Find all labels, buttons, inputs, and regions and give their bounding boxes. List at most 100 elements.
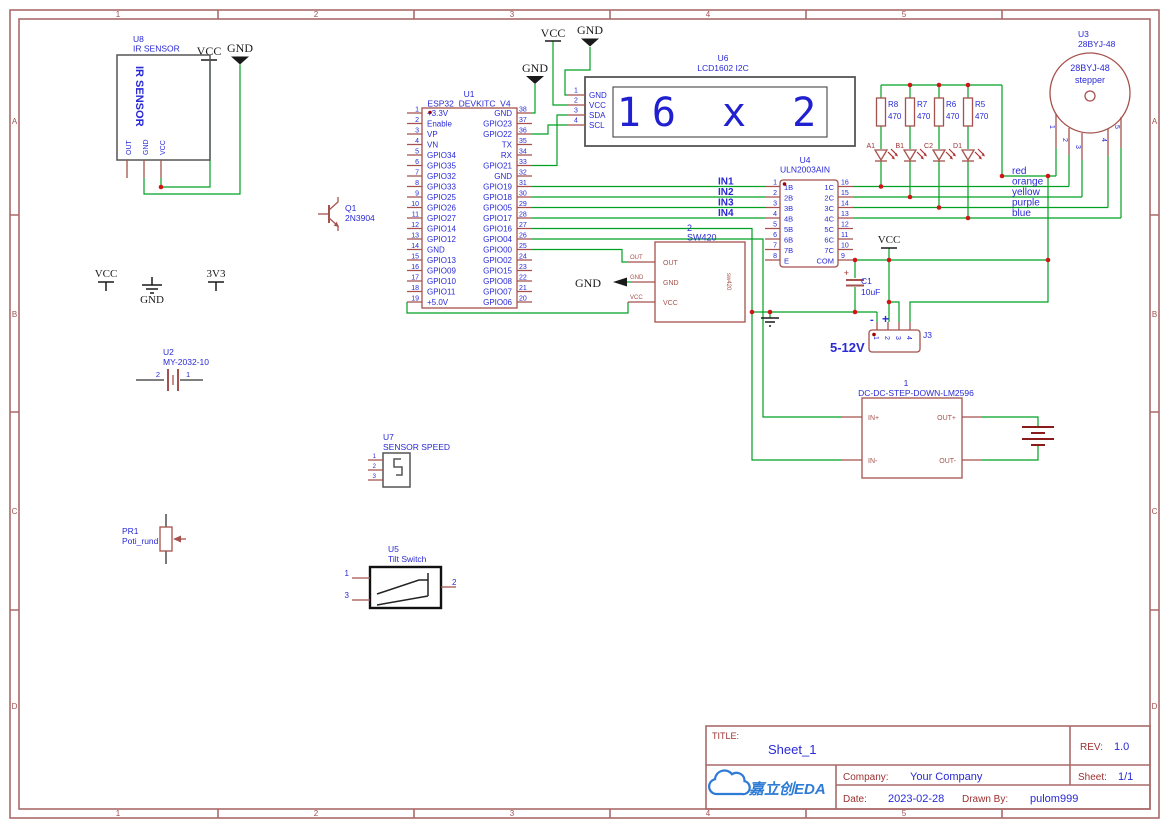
value-label[interactable]: 470 [946, 112, 960, 121]
ref-designator[interactable]: C1 [861, 276, 872, 286]
component-u2-battery[interactable]: U2 MY-2032-10 2 1 [136, 347, 209, 391]
value-label[interactable]: DC-DC-STEP-DOWN-LM2596 [858, 388, 974, 398]
wire[interactable] [564, 47, 591, 96]
uln2003-body[interactable] [779, 179, 839, 268]
component-u8-ir-sensor[interactable]: U8 IR SENSOR IR SENSOR OUT GND VCC [116, 34, 211, 178]
component-led-c2[interactable]: C2 [924, 143, 956, 162]
right-pin-stubs[interactable] [517, 112, 532, 303]
value-label[interactable]: 470 [975, 112, 989, 121]
capacitor-plates[interactable] [846, 279, 864, 287]
wire[interactable] [853, 185, 1121, 219]
ir-sensor-body[interactable] [116, 54, 211, 161]
ref-designator[interactable]: B1 [895, 143, 904, 150]
rev-value[interactable]: 1.0 [1114, 741, 1129, 753]
ref-designator[interactable]: 1 [904, 378, 909, 388]
left-pin-stubs[interactable] [407, 112, 422, 303]
net-label[interactable]: IN2 [718, 187, 734, 198]
ref-designator[interactable]: R7 [917, 100, 928, 109]
component-led-b1[interactable]: B1 [895, 143, 927, 162]
wire[interactable] [880, 85, 969, 218]
resistor-body[interactable] [904, 97, 916, 127]
pin-stubs[interactable] [352, 577, 456, 601]
value-label[interactable]: LCD1602 I2C [697, 63, 749, 73]
ref-designator[interactable]: D1 [953, 143, 962, 150]
value-label[interactable]: 28BYJ-48 [1078, 39, 1116, 49]
wire[interactable] [532, 185, 765, 219]
vcc-symbol[interactable]: VCC [95, 268, 118, 291]
component-u3-stepper[interactable]: U3 28BYJ-48 28BYJ-48 stepper 1 2 3 4 5 [1048, 29, 1131, 160]
wire[interactable] [160, 60, 211, 188]
net-label[interactable]: blue [1012, 208, 1031, 219]
ref-designator[interactable]: R8 [888, 100, 899, 109]
date-value[interactable]: 2023-02-28 [888, 793, 944, 805]
wire[interactable] [552, 41, 567, 106]
component-u7-sensor-speed[interactable]: U7 SENSOR SPEED 1 2 3 [368, 432, 450, 488]
wire[interactable] [888, 260, 1049, 322]
pin-stubs[interactable] [1055, 114, 1122, 160]
wire[interactable] [532, 227, 842, 461]
vcc-symbol[interactable]: VCC [197, 44, 222, 61]
value-label[interactable]: 470 [917, 112, 931, 121]
right-pin-stubs[interactable] [838, 185, 853, 261]
pin-stubs[interactable] [126, 160, 162, 178]
component-c1-capacitor[interactable]: + C1 10uF [844, 268, 881, 297]
net-label[interactable]: red [1012, 166, 1026, 177]
pin-stubs[interactable] [368, 459, 383, 481]
dcdc-body[interactable] [861, 397, 963, 479]
value-label[interactable]: 2N3904 [345, 213, 375, 223]
vcc-symbol[interactable]: VCC [541, 26, 566, 42]
sensor-body[interactable] [382, 452, 411, 488]
net-label[interactable]: IN3 [718, 198, 734, 209]
resistor-body[interactable] [962, 97, 974, 127]
wire[interactable] [982, 416, 1039, 461]
battery-symbol[interactable] [1022, 426, 1054, 446]
ref-designator[interactable]: C2 [924, 143, 933, 150]
ref-designator[interactable]: PR1 [122, 526, 139, 536]
wire[interactable] [532, 114, 567, 167]
drawn-by-value[interactable]: pulom999 [1030, 793, 1078, 805]
resistor-body[interactable] [933, 97, 945, 127]
value-label[interactable]: Poti_rund [122, 536, 159, 546]
component-r7[interactable]: R7 470 [904, 97, 931, 127]
value-label[interactable]: Tilt Switch [388, 554, 427, 564]
sheet-value[interactable]: 1/1 [1118, 771, 1133, 783]
lcd-outer-body[interactable] [584, 76, 856, 147]
pin-stubs[interactable] [842, 416, 982, 461]
switch-body[interactable] [368, 565, 443, 610]
ref-designator[interactable]: J3 [923, 330, 932, 340]
value-label[interactable]: SW420 [687, 233, 717, 243]
net-label[interactable]: orange [1012, 177, 1044, 188]
value-label[interactable]: 470 [888, 112, 902, 121]
gnd-symbol[interactable]: GND [227, 41, 253, 65]
gnd-symbol[interactable] [761, 317, 779, 327]
net-label-5-12v[interactable]: 5-12V [830, 340, 865, 355]
gnd-symbol[interactable]: GND [577, 23, 603, 47]
wire[interactable] [532, 84, 536, 114]
ref-designator[interactable]: U7 [383, 432, 394, 442]
pin-stubs[interactable] [567, 94, 585, 126]
vcc-symbol[interactable]: VCC [878, 234, 901, 249]
ref-designator[interactable]: U4 [800, 155, 811, 165]
gnd-symbol[interactable]: GND [575, 276, 627, 290]
led-triangle[interactable] [902, 149, 918, 162]
ref-designator[interactable]: Q1 [345, 203, 357, 213]
3v3-symbol[interactable]: 3V3 [207, 268, 226, 291]
ref-designator[interactable]: U5 [388, 544, 399, 554]
value-label[interactable]: MY-2032-10 [163, 357, 209, 367]
pin-stubs[interactable] [876, 322, 911, 330]
ref-designator[interactable]: R6 [946, 100, 957, 109]
led-triangle[interactable] [873, 149, 889, 162]
ref-designator[interactable]: U8 [133, 34, 144, 44]
poti-body[interactable] [159, 526, 173, 552]
value-label[interactable]: 10uF [861, 287, 880, 297]
value-label[interactable]: ULN2003AIN [780, 165, 830, 175]
ref-designator[interactable]: U1 [464, 89, 475, 99]
wire[interactable] [1055, 148, 1122, 218]
wire[interactable] [406, 302, 629, 314]
component-r5[interactable]: R5 470 [962, 97, 989, 127]
component-u5-tilt-switch[interactable]: U5 Tilt Switch 1 3 2 [345, 544, 457, 610]
stepper-body[interactable] [1049, 52, 1131, 134]
component-sw420[interactable]: 2 SW420 OUT GND VCC OUT GND VCC sw420 [628, 223, 746, 323]
sheet-title[interactable]: Sheet_1 [768, 742, 816, 757]
